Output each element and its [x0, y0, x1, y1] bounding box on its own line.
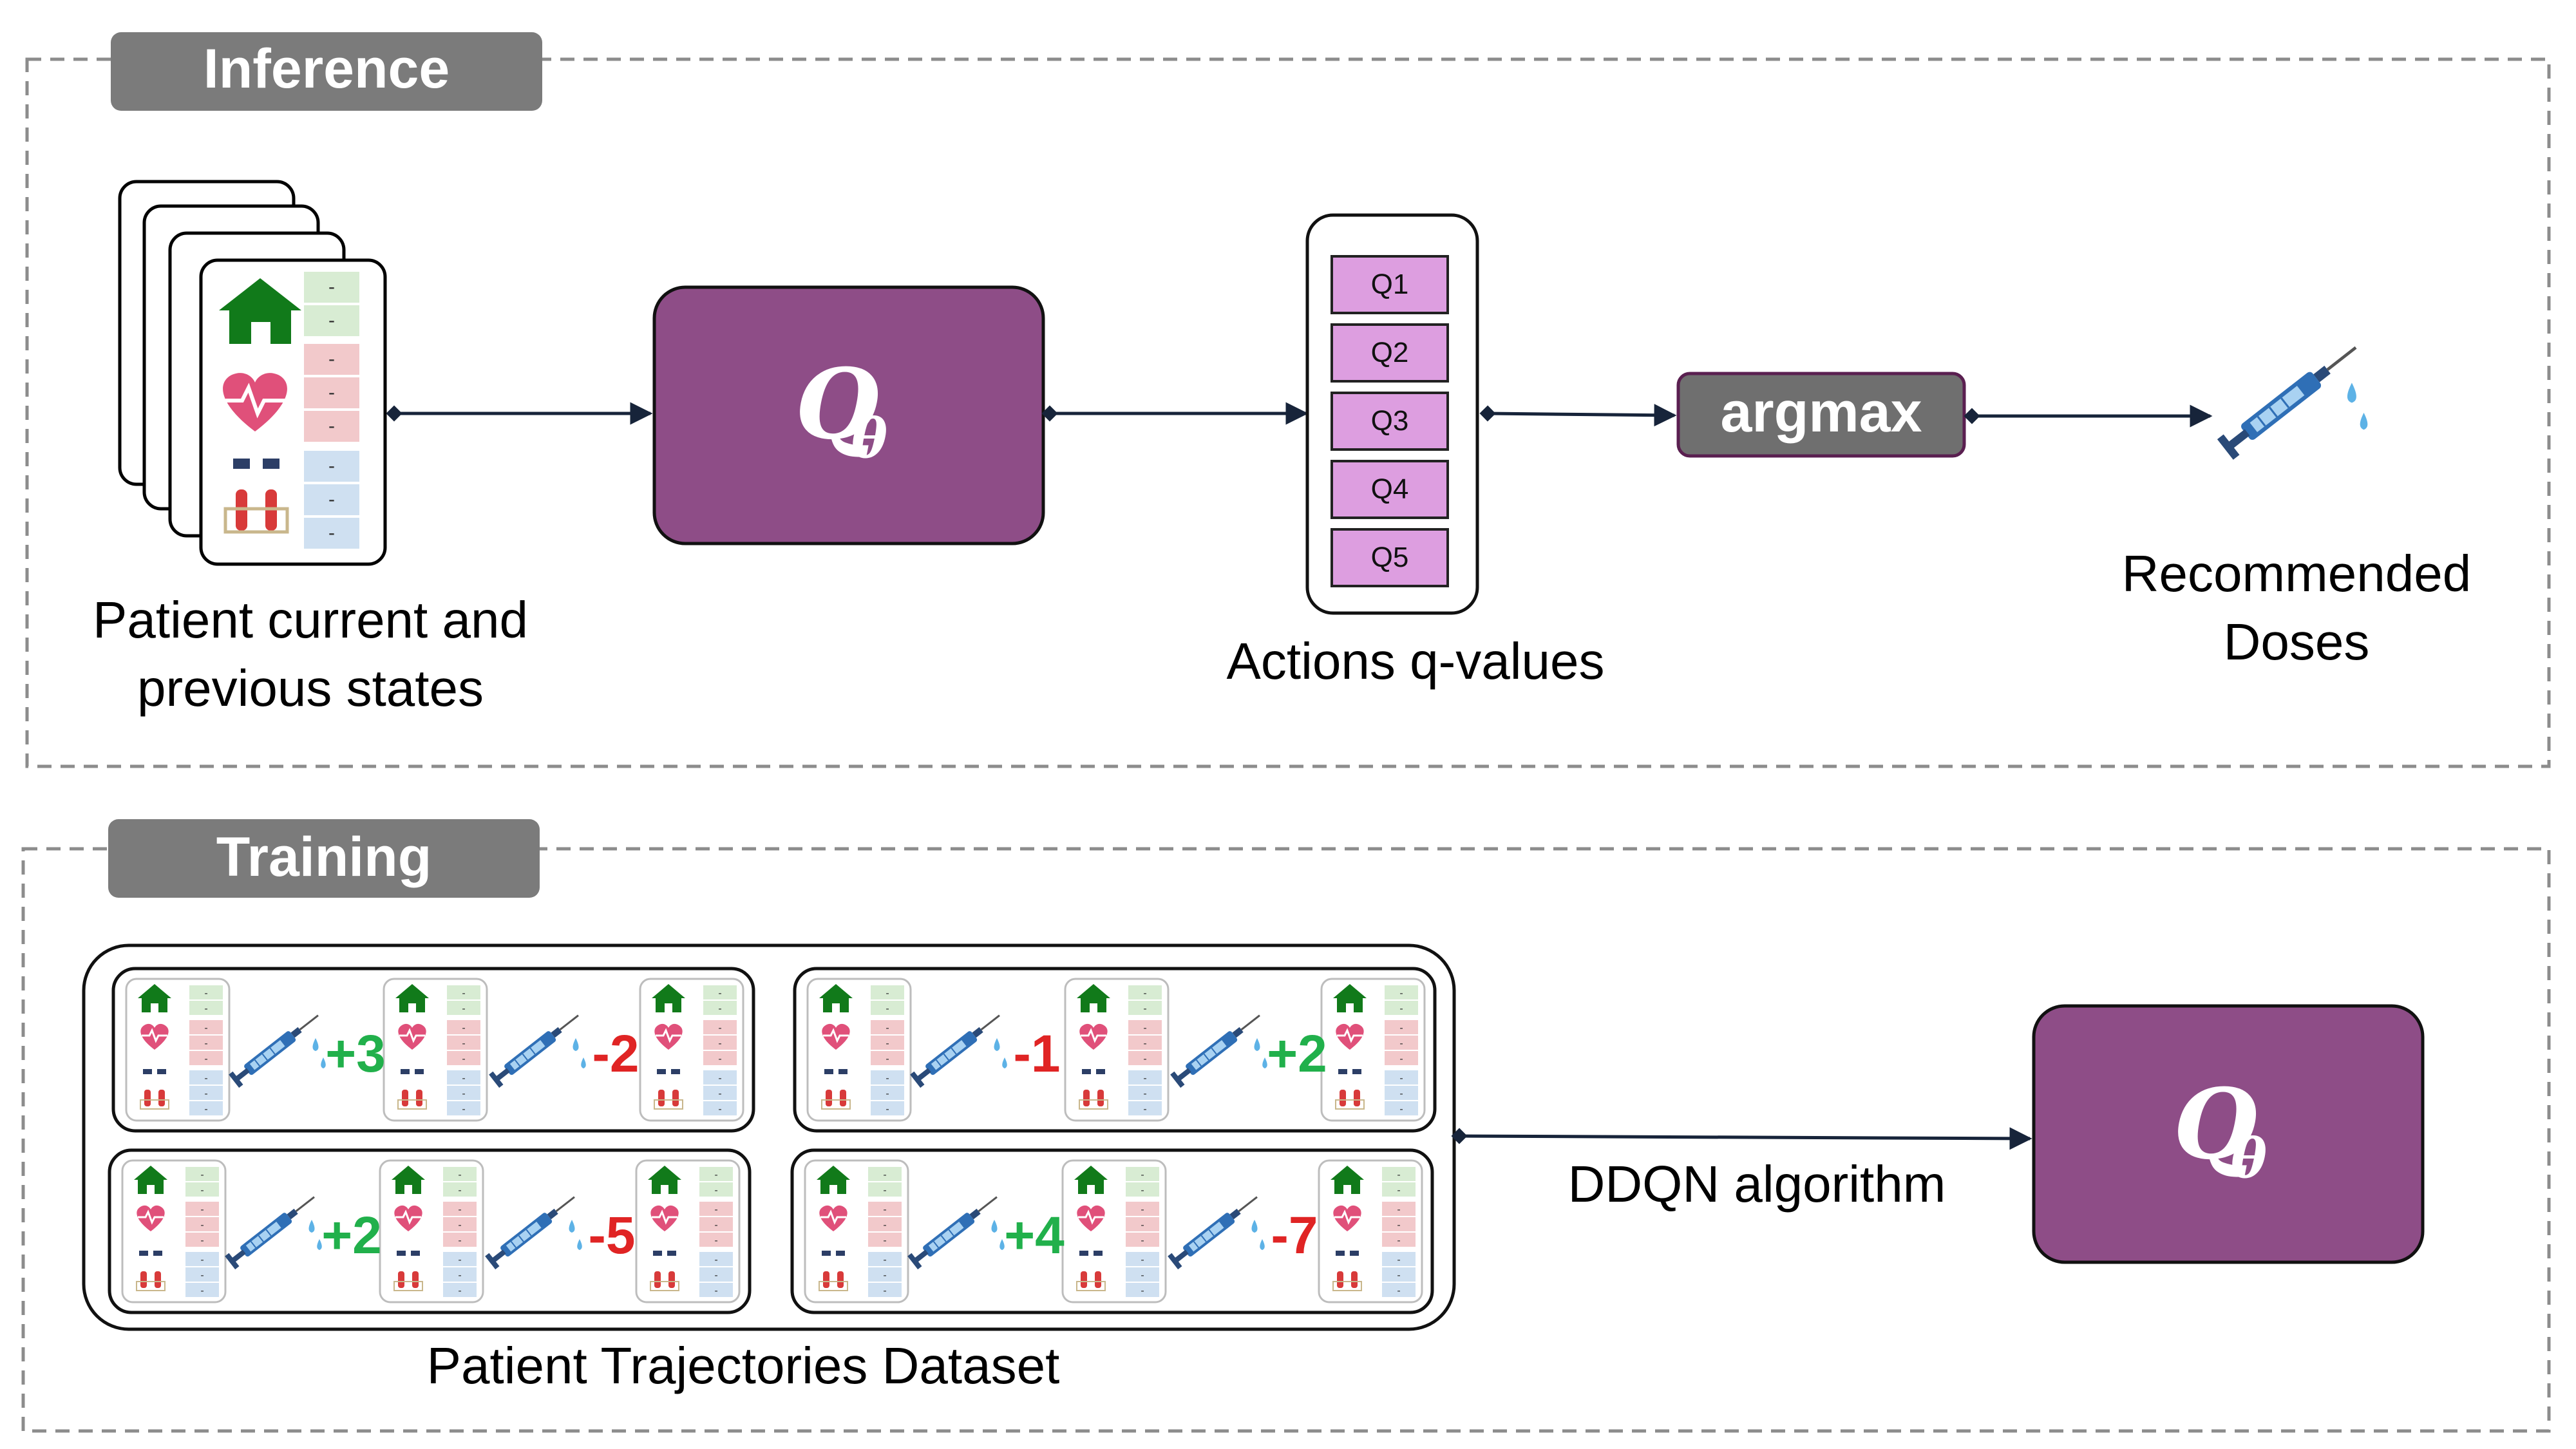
- q-value-cell: Q4: [1331, 460, 1449, 519]
- svg-text:Q2: Q2: [1371, 337, 1409, 368]
- q-value-cell: Q1: [1331, 255, 1449, 314]
- svg-text:-: -: [328, 348, 335, 370]
- dataset-caption: Patient Trajectories Dataset: [427, 1337, 1060, 1394]
- patient-state-card: [379, 1159, 484, 1303]
- q-network-box-training: Q θ: [2032, 1004, 2425, 1264]
- patient-state-card: [1320, 978, 1426, 1122]
- input-caption-line1: Patient current and: [93, 591, 528, 649]
- inference-section-label: Inference: [111, 32, 542, 111]
- patient-state-card: [1064, 978, 1170, 1122]
- svg-text:Q3: Q3: [1371, 405, 1409, 437]
- q-value-cell: Q5: [1331, 528, 1449, 587]
- output-caption-line2: Doses: [2224, 613, 2370, 670]
- argmax-box: argmax: [1676, 372, 1966, 458]
- heart-pulse-icon: [223, 373, 287, 431]
- svg-text:-: -: [328, 455, 335, 477]
- svg-text:Training: Training: [216, 826, 431, 888]
- trajectory-row: +4 -7: [790, 1148, 1434, 1314]
- model-symbol: Q: [795, 348, 880, 461]
- output-caption-line1: Recommended: [2122, 545, 2472, 602]
- q-network-box-inference: Q θ: [652, 285, 1045, 545]
- patient-state-card: [1061, 1159, 1167, 1303]
- algorithm-label: DDQN algorithm: [1568, 1155, 1946, 1213]
- model-subscript: θ: [851, 406, 887, 470]
- reward-value: -7: [1271, 1206, 1318, 1265]
- syringe-icon: [2217, 337, 2367, 460]
- blood-tubes-icon: [223, 459, 289, 534]
- patient-state-card: [806, 978, 912, 1122]
- patient-state-stack: - - - - - - - -: [118, 180, 387, 566]
- patient-state-card: [635, 1159, 741, 1303]
- training-section-label: Training: [108, 819, 540, 898]
- house-icon: [219, 278, 301, 344]
- trajectory-row: +2 -5: [108, 1148, 752, 1314]
- svg-text:-: -: [328, 382, 335, 403]
- training-section-frame: [21, 847, 2551, 1433]
- svg-text:-: -: [328, 522, 335, 544]
- svg-text:-: -: [328, 310, 335, 331]
- inference-section-frame: [25, 57, 2551, 768]
- svg-text:argmax: argmax: [1720, 380, 1922, 444]
- q-value-cell: Q2: [1331, 323, 1449, 383]
- input-caption-line2: previous states: [137, 659, 484, 717]
- reward-value: -2: [592, 1025, 639, 1083]
- q-value-cell: Q3: [1331, 392, 1449, 451]
- patient-state-card: [639, 978, 744, 1122]
- q-values-caption: Actions q-values: [1227, 632, 1605, 690]
- reward-value: +4: [1004, 1206, 1065, 1265]
- svg-text:-: -: [328, 276, 335, 298]
- arrow-dataset-to-model: [1451, 1127, 2032, 1150]
- reward-value: +2: [321, 1206, 382, 1265]
- patient-state-card: [383, 978, 488, 1122]
- svg-text:Q4: Q4: [1371, 473, 1409, 505]
- svg-text:-: -: [328, 489, 335, 510]
- state-values-column: - - - - - - - -: [304, 272, 359, 549]
- patient-state-card: [1318, 1159, 1423, 1303]
- svg-text:Q1: Q1: [1371, 269, 1409, 300]
- reward-value: +3: [325, 1025, 386, 1083]
- model-symbol: Q: [2174, 1068, 2258, 1181]
- trajectory-row: -1 +2: [793, 967, 1437, 1133]
- trajectory-row: +3 -2: [111, 967, 755, 1133]
- patient-state-card: [121, 1159, 227, 1303]
- svg-text:Inference: Inference: [204, 38, 450, 100]
- reward-value: +2: [1267, 1025, 1327, 1083]
- patient-state-card: [804, 1159, 909, 1303]
- model-subscript: θ: [2231, 1126, 2267, 1190]
- svg-text:-: -: [328, 415, 335, 437]
- reward-value: -1: [1014, 1025, 1061, 1083]
- arrow-qvalues-to-argmax: [1479, 404, 1677, 427]
- patient-state-card: [125, 978, 231, 1122]
- reward-value: -5: [589, 1206, 636, 1265]
- svg-text:Q5: Q5: [1371, 542, 1409, 573]
